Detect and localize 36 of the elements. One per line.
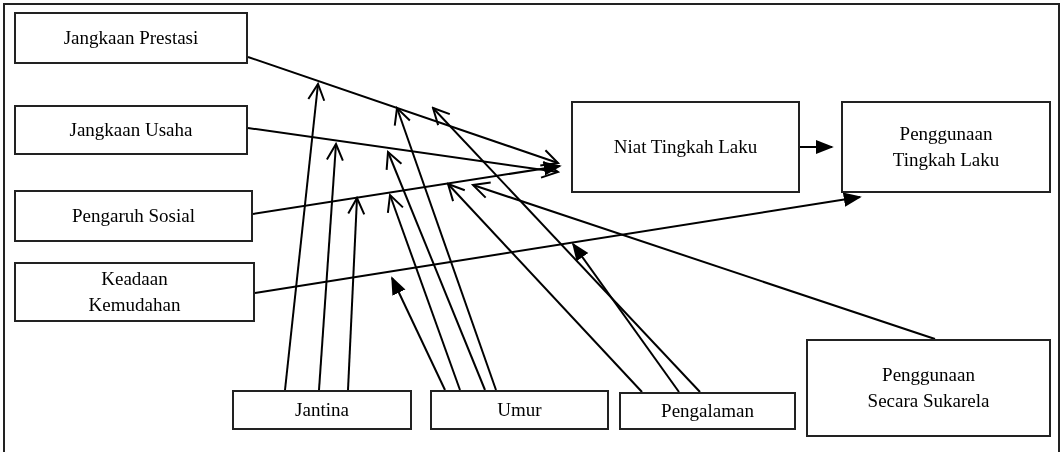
process-box	[571, 101, 800, 193]
process-box	[232, 390, 412, 430]
arrow	[447, 183, 643, 393]
process-box	[14, 262, 255, 322]
process-box	[806, 339, 1051, 437]
box-label: Jangkaan Usaha	[69, 118, 193, 143]
box-label: Penggunaan Tingkah Laku	[891, 122, 1001, 172]
arrow	[284, 83, 326, 391]
arrow	[799, 139, 834, 155]
box-label: Keadaan Kemudahan	[87, 267, 182, 317]
process-box	[619, 392, 796, 430]
box-label: Niat Tingkah Laku	[613, 135, 758, 160]
box-label: Jangkaan Prestasi	[63, 26, 199, 51]
box-label: Jantina	[295, 398, 349, 423]
process-box	[14, 190, 253, 242]
arrow	[252, 161, 562, 215]
process-box	[14, 105, 248, 155]
arrow	[247, 56, 559, 167]
box-label: Umur	[497, 398, 542, 423]
box-label: Pengaruh Sosial	[72, 204, 195, 229]
arrow	[432, 107, 701, 393]
arrow	[347, 197, 366, 391]
arrow	[472, 181, 936, 340]
process-box	[841, 101, 1051, 193]
arrow	[318, 143, 344, 391]
arrow	[386, 194, 461, 391]
arrow	[247, 127, 559, 179]
arrow	[571, 242, 680, 393]
arrow	[385, 151, 486, 391]
process-box	[430, 390, 609, 430]
process-box	[14, 12, 248, 64]
arrow	[254, 192, 862, 294]
arrow	[391, 276, 446, 391]
box-label: Pengalaman	[661, 399, 754, 424]
arrow	[393, 107, 497, 391]
box-label: Penggunaan Secara Sukarela	[866, 363, 991, 413]
